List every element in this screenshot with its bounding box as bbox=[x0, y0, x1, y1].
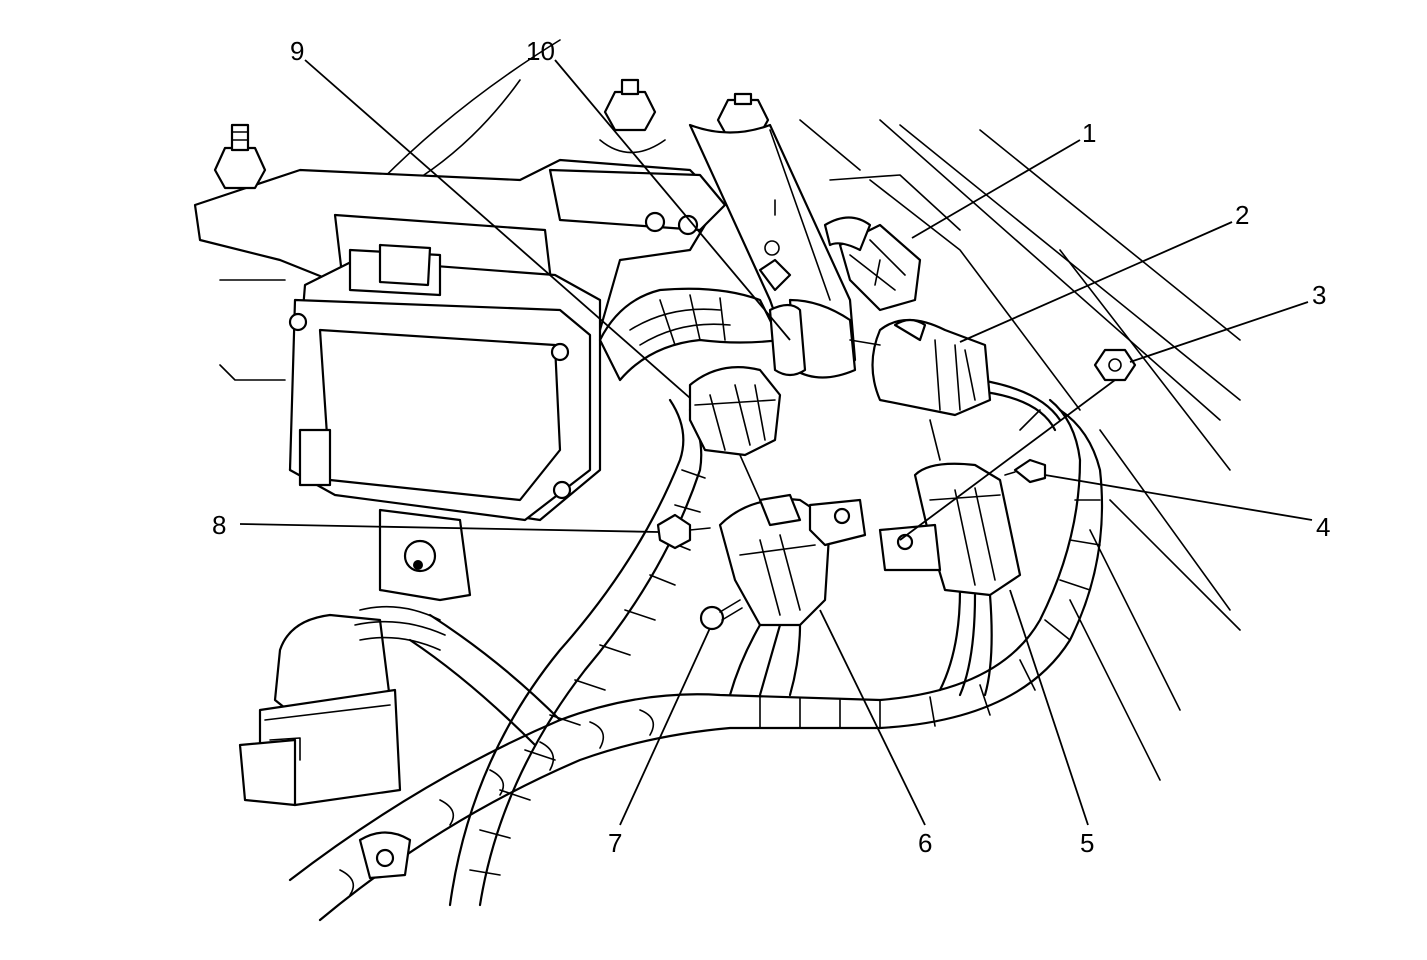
connector-6 bbox=[718, 493, 867, 627]
callout-4: 4 bbox=[1316, 512, 1330, 542]
connector-1 bbox=[823, 216, 922, 312]
callout-10: 10 bbox=[526, 36, 555, 66]
clip-8 bbox=[656, 513, 711, 550]
vehicle-body-lines bbox=[339, 39, 1241, 781]
clip-4 bbox=[1004, 458, 1047, 484]
callout-1: 1 bbox=[1082, 118, 1096, 148]
callout-3: 3 bbox=[1312, 280, 1326, 310]
callout-labels: 1 2 3 4 5 6 7 8 9 10 bbox=[212, 36, 1330, 858]
stud-center bbox=[599, 78, 666, 154]
callout-9: 9 bbox=[290, 36, 304, 66]
callout-2: 2 bbox=[1235, 200, 1249, 230]
callout-7: 7 bbox=[608, 828, 622, 858]
callout-6: 6 bbox=[918, 828, 932, 858]
screw-7 bbox=[699, 599, 743, 631]
module-lower-connector bbox=[238, 605, 446, 880]
connector-2 bbox=[871, 318, 992, 417]
stud-left bbox=[213, 123, 267, 190]
alignment-lines bbox=[739, 339, 1041, 501]
connector-10 bbox=[768, 303, 807, 377]
abs-control-module bbox=[288, 213, 602, 602]
brace-arm bbox=[688, 123, 857, 379]
leader-lines bbox=[239, 59, 1313, 826]
callout-8: 8 bbox=[212, 510, 226, 540]
callout-5: 5 bbox=[1080, 828, 1094, 858]
connector-5 bbox=[878, 462, 1022, 597]
wiring-harness bbox=[288, 287, 1104, 922]
connector-9 bbox=[688, 366, 782, 457]
nut-3 bbox=[1093, 348, 1137, 382]
